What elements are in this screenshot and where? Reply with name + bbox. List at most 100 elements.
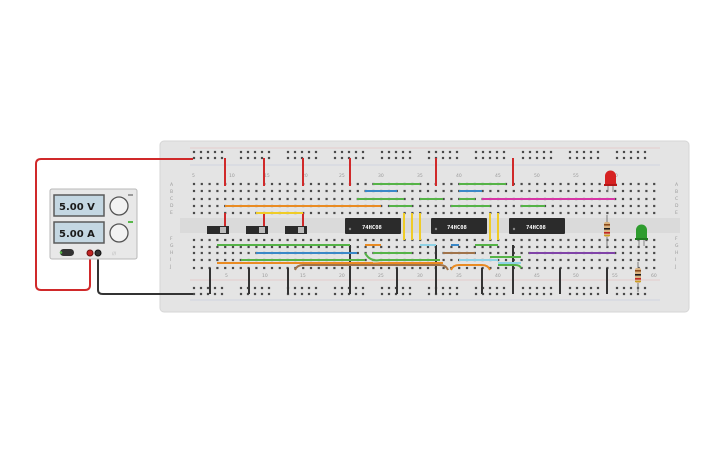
breadboard-hole[interactable]	[364, 211, 367, 215]
breadboard-hole[interactable]	[309, 211, 313, 215]
breadboard-hole[interactable]	[333, 156, 337, 160]
breadboard-hole[interactable]	[536, 189, 539, 193]
ground-jumpers[interactable]	[209, 245, 608, 294]
breadboard-hole[interactable]	[208, 258, 211, 262]
breadboard-hole[interactable]	[520, 211, 523, 215]
breadboard-hole[interactable]	[590, 204, 593, 208]
breadboard-hole[interactable]	[473, 238, 476, 242]
breadboard-hole[interactable]	[354, 286, 358, 290]
breadboard-hole[interactable]	[341, 266, 344, 270]
breadboard-hole[interactable]	[643, 292, 647, 296]
breadboard-hole[interactable]	[502, 292, 506, 296]
breadboard-hole[interactable]	[629, 204, 632, 208]
breadboard-hole[interactable]	[231, 258, 235, 262]
breadboard-hole[interactable]	[208, 204, 211, 208]
breadboard-hole[interactable]	[653, 245, 656, 249]
breadboard-hole[interactable]	[411, 189, 414, 193]
breadboard-hole[interactable]	[596, 156, 600, 160]
breadboard-hole[interactable]	[294, 189, 297, 193]
breadboard-hole[interactable]	[442, 258, 445, 262]
breadboard-hole[interactable]	[401, 150, 405, 154]
breadboard-hole[interactable]	[356, 211, 359, 215]
breadboard-hole[interactable]	[598, 204, 601, 208]
breadboard-hole[interactable]	[598, 245, 601, 249]
breadboard-hole[interactable]	[364, 182, 367, 186]
breadboard-hole[interactable]	[286, 245, 289, 249]
breadboard-hole[interactable]	[542, 150, 546, 154]
breadboard-hole[interactable]	[590, 211, 593, 215]
breadboard-hole[interactable]	[411, 245, 414, 249]
breadboard-hole[interactable]	[213, 286, 217, 290]
breadboard-hole[interactable]	[317, 211, 320, 215]
breadboard-hole[interactable]	[528, 238, 531, 242]
breadboard-hole[interactable]	[239, 197, 242, 201]
breadboard-hole[interactable]	[543, 211, 547, 215]
breadboard-hole[interactable]	[495, 292, 499, 296]
breadboard-hole[interactable]	[200, 251, 203, 255]
breadboard-hole[interactable]	[380, 204, 383, 208]
breadboard-hole[interactable]	[408, 292, 412, 296]
breadboard-hole[interactable]	[434, 211, 437, 215]
breadboard-hole[interactable]	[458, 245, 461, 249]
breadboard-hole[interactable]	[474, 286, 478, 290]
breadboard-hole[interactable]	[643, 156, 647, 160]
breadboard-hole[interactable]	[489, 266, 492, 270]
breadboard-hole[interactable]	[481, 238, 484, 242]
breadboard-hole[interactable]	[263, 197, 266, 201]
breadboard-hole[interactable]	[325, 182, 328, 186]
breadboard-hole[interactable]	[270, 245, 274, 249]
breadboard-hole[interactable]	[567, 266, 570, 270]
breadboard-hole[interactable]	[348, 211, 352, 215]
breadboard-hole[interactable]	[645, 197, 648, 201]
breadboard-hole[interactable]	[497, 245, 500, 249]
breadboard-hole[interactable]	[622, 292, 626, 296]
breadboard-hole[interactable]	[442, 211, 445, 215]
breadboard-hole[interactable]	[325, 238, 328, 242]
breadboard-hole[interactable]	[247, 238, 250, 242]
breadboard-hole[interactable]	[208, 211, 211, 215]
breadboard-hole[interactable]	[263, 266, 266, 270]
breadboard-hole[interactable]	[361, 150, 365, 154]
logic-chip[interactable]: 74HC08	[345, 218, 401, 234]
breadboard-hole[interactable]	[239, 292, 243, 296]
breadboard-hole[interactable]	[419, 266, 422, 270]
breadboard-hole[interactable]	[247, 197, 250, 201]
breadboard-hole[interactable]	[216, 266, 219, 270]
breadboard-hole[interactable]	[260, 292, 264, 296]
breadboard-hole[interactable]	[543, 238, 547, 242]
top-power-jumpers[interactable]	[224, 158, 514, 226]
top-signal-wires[interactable]	[225, 183, 615, 214]
breadboard-hole[interactable]	[216, 204, 219, 208]
breadboard-hole[interactable]	[380, 238, 383, 242]
breadboard-hole[interactable]	[270, 189, 274, 193]
breadboard-hole[interactable]	[278, 266, 281, 270]
breadboard-hole[interactable]	[614, 238, 617, 242]
breadboard-hole[interactable]	[643, 286, 647, 290]
breadboard-hole[interactable]	[568, 292, 572, 296]
breadboard-hole[interactable]	[231, 245, 235, 249]
breadboard-hole[interactable]	[488, 156, 492, 160]
breadboard-hole[interactable]	[239, 156, 243, 160]
breadboard-hole[interactable]	[216, 258, 219, 262]
breadboard-hole[interactable]	[528, 245, 531, 249]
breadboard-hole[interactable]	[387, 245, 391, 249]
breadboard-hole[interactable]	[419, 251, 422, 255]
breadboard-hole[interactable]	[300, 150, 304, 154]
breadboard-hole[interactable]	[621, 182, 625, 186]
breadboard-hole[interactable]	[302, 266, 305, 270]
breadboard-hole[interactable]	[333, 182, 336, 186]
breadboard-hole[interactable]	[473, 245, 476, 249]
breadboard-hole[interactable]	[575, 292, 579, 296]
breadboard-hole[interactable]	[606, 258, 609, 262]
breadboard-hole[interactable]	[247, 245, 250, 249]
breadboard-hole[interactable]	[653, 197, 656, 201]
breadboard-hole[interactable]	[341, 245, 344, 249]
breadboard-hole[interactable]	[575, 286, 579, 290]
breadboard-hole[interactable]	[192, 266, 196, 270]
breadboard-hole[interactable]	[582, 150, 586, 154]
breadboard-hole[interactable]	[542, 292, 546, 296]
breadboard-hole[interactable]	[394, 150, 398, 154]
breadboard-hole[interactable]	[199, 150, 203, 154]
breadboard-hole[interactable]	[426, 251, 430, 255]
breadboard-hole[interactable]	[441, 150, 445, 154]
